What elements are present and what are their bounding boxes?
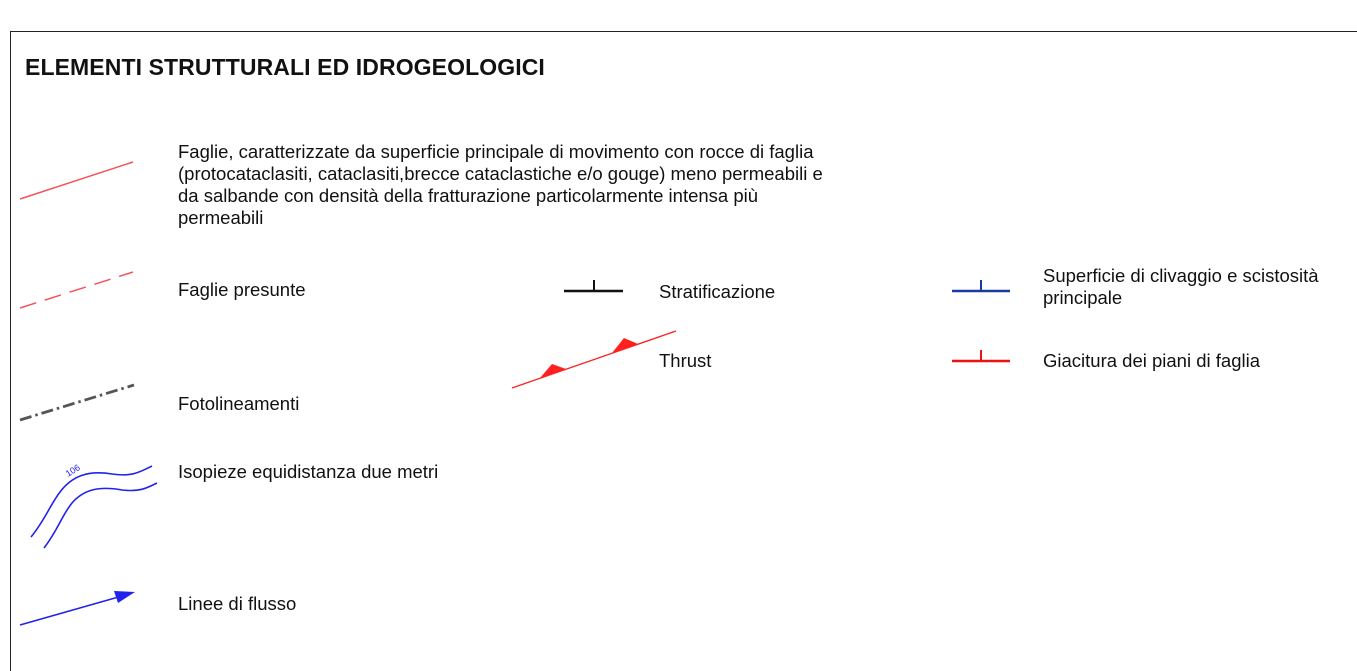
thrust-line — [511, 330, 677, 389]
contour-line-upper — [30, 465, 153, 538]
presumed-fault-line — [19, 271, 134, 309]
thrust-triangle-2 — [612, 338, 638, 353]
legend-frame — [10, 31, 1357, 671]
bedding-label: Stratificazione — [659, 281, 776, 302]
flow-arrow-head-icon — [114, 591, 135, 603]
flow-line-label: Linee di flusso — [178, 593, 297, 614]
contour-line-lower — [43, 482, 158, 549]
thrust-triangle-1 — [540, 364, 566, 378]
photolineament-symbol — [19, 383, 135, 422]
fault-attitude-label: Giacitura dei piani di faglia — [1043, 350, 1260, 371]
flow-line-symbol — [19, 591, 135, 626]
legend-title: ELEMENTI STRUTTURALI ED IDROGEOLOGICI — [25, 54, 545, 80]
fault-description-line: Faglie, caratterizzate da superficie pri… — [178, 141, 814, 162]
fault-description-line: da salbande con densità della fratturazi… — [178, 185, 759, 206]
presumed-fault-symbol — [19, 271, 134, 309]
photolineament-label: Fotolineamenti — [178, 393, 300, 414]
thrust-label: Thrust — [659, 350, 712, 371]
fault-line — [19, 161, 134, 200]
photolineament-line — [19, 383, 135, 422]
fault-description-line: (protocataclasiti, cataclasiti,brecce ca… — [178, 163, 823, 184]
cleavage-label: Superficie di clivaggio e scistosità pri… — [1043, 265, 1319, 309]
presumed-fault-label: Faglie presunte — [178, 279, 306, 300]
isopieze-symbol: 106 — [30, 462, 158, 549]
cleavage-label-line: principale — [1043, 287, 1123, 308]
fault-line-symbol — [19, 161, 134, 200]
bedding-symbol — [564, 280, 623, 293]
isopieze-label: Isopieze equidistanza due metri — [178, 461, 439, 482]
fault-description: Faglie, caratterizzate da superficie pri… — [178, 141, 823, 229]
cleavage-symbol — [952, 280, 1010, 293]
cleavage-label-line: Superficie di clivaggio e scistosità — [1043, 265, 1319, 286]
thrust-symbol — [511, 330, 677, 389]
flow-line — [19, 595, 123, 626]
fault-attitude-symbol — [952, 350, 1010, 363]
fault-description-line: permeabili — [178, 207, 264, 228]
